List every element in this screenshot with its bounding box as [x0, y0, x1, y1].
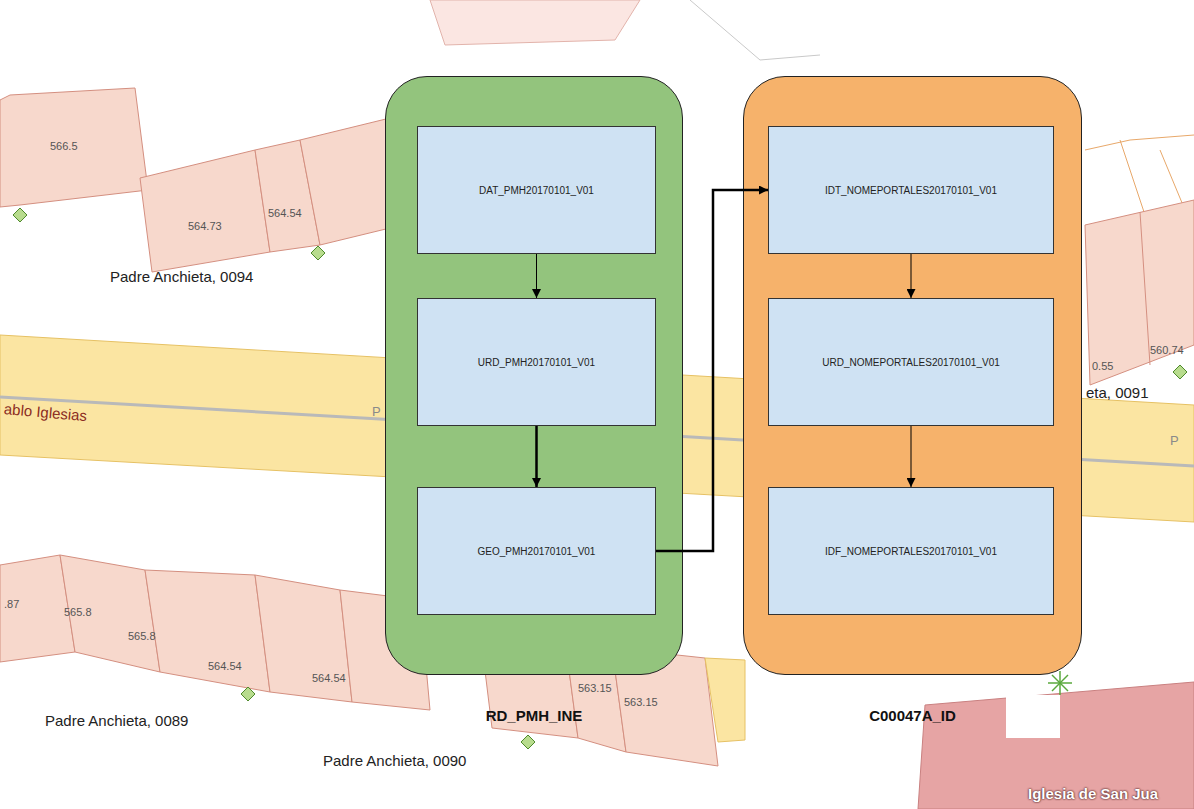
map-label: 565.8 — [64, 606, 92, 618]
map-label: 563.15 — [578, 682, 612, 694]
process-box: URD_PMH20170101_V01 — [417, 298, 656, 426]
parcel — [300, 118, 390, 245]
map-label: 566.5 — [50, 140, 78, 152]
address-marker — [311, 246, 325, 260]
map-label: 564.54 — [268, 207, 302, 219]
map-label: .87 — [4, 598, 19, 610]
parcel — [255, 575, 352, 702]
parcel — [430, 0, 640, 45]
map-label: 0.55 — [1092, 360, 1113, 372]
map-label: 564.54 — [208, 660, 242, 672]
box-label: URD_NOMEPORTALES20170101_V01 — [822, 357, 1000, 368]
map-label: Padre Anchieta, 0089 — [45, 712, 188, 729]
parcel — [0, 88, 148, 207]
box-label: GEO_PMH20170101_V01 — [478, 546, 596, 557]
box-label: DAT_PMH20170101_V01 — [479, 185, 594, 196]
process-box: URD_NOMEPORTALES20170101_V01 — [768, 298, 1054, 426]
road — [705, 658, 745, 742]
map-label: eta, 0091 — [1086, 384, 1149, 401]
process-box: IDT_NOMEPORTALES20170101_V01 — [768, 126, 1054, 254]
process-box: GEO_PMH20170101_V01 — [417, 487, 656, 615]
parcel-edge — [1160, 150, 1185, 210]
map-label: ablo Iglesias — [3, 400, 88, 424]
group-label: C00047A_ID — [869, 707, 956, 724]
map-label: 560.74 — [1150, 344, 1184, 356]
group-panel: C00047A_IDIDT_NOMEPORTALES20170101_V01UR… — [743, 76, 1082, 675]
box-label: IDF_NOMEPORTALES20170101_V01 — [825, 546, 997, 557]
process-box: IDF_NOMEPORTALES20170101_V01 — [768, 487, 1054, 615]
parcel-edge — [1120, 140, 1145, 215]
tree-symbol — [1048, 671, 1072, 695]
map-label: Padre Anchieta, 0090 — [323, 752, 466, 769]
group-panel: RD_PMH_INEDAT_PMH20170101_V01URD_PMH2017… — [385, 76, 683, 675]
map-label: 565.8 — [128, 630, 156, 642]
address-marker — [521, 735, 535, 749]
group-label-holder: RD_PMH_INE — [386, 707, 682, 725]
group-label-holder: C00047A_ID — [744, 707, 1081, 725]
address-marker — [1173, 365, 1187, 379]
address-marker — [241, 687, 255, 701]
process-box: DAT_PMH20170101_V01 — [417, 126, 656, 254]
group-label: RD_PMH_INE — [486, 707, 583, 724]
map-label: 564.54 — [312, 672, 346, 684]
church-block — [918, 682, 1194, 809]
street-edge — [690, 0, 820, 60]
map-label: P — [372, 404, 381, 419]
map-label: 563.15 — [624, 696, 658, 708]
parcel-edge — [1140, 212, 1150, 365]
map-label: 564.73 — [188, 220, 222, 232]
box-label: IDT_NOMEPORTALES20170101_V01 — [825, 185, 997, 196]
box-label: URD_PMH20170101_V01 — [478, 357, 595, 368]
map-label: Iglesia de San Jua — [1028, 785, 1158, 802]
address-marker — [13, 208, 27, 222]
blank-patch — [1006, 695, 1060, 738]
map-label: P — [1170, 433, 1179, 448]
parcel-edge — [1085, 135, 1194, 150]
parcel — [145, 570, 270, 692]
parcel — [140, 150, 270, 272]
map-label: Padre Anchieta, 0094 — [110, 268, 253, 285]
parcel — [1085, 200, 1194, 385]
